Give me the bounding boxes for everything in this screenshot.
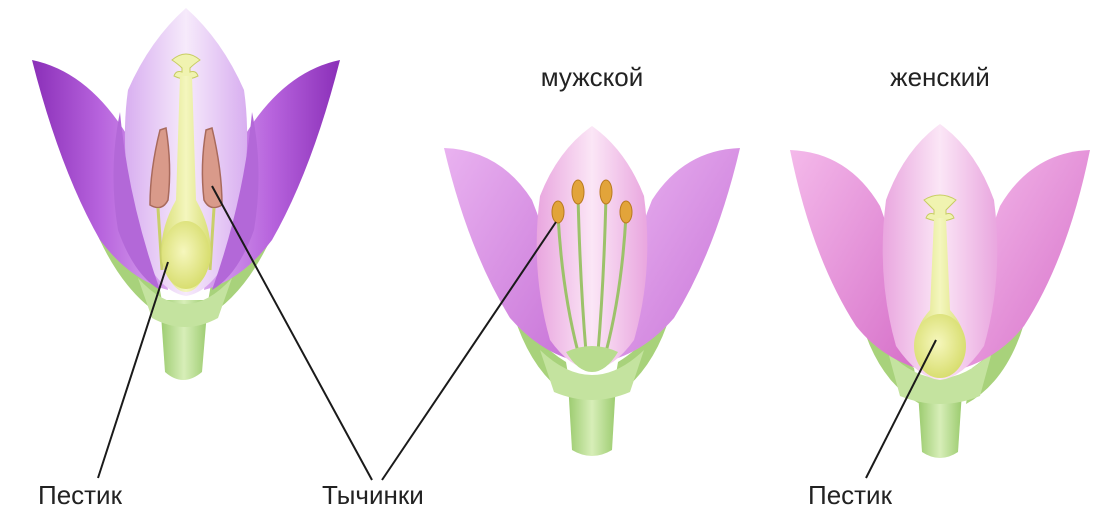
leader-pistil-left xyxy=(98,262,168,478)
pistil-label-right: Пестик xyxy=(808,480,893,510)
male-petal-center xyxy=(537,126,648,370)
male-flower-title: мужской xyxy=(541,62,644,92)
stamens-label: Тычинки xyxy=(322,480,424,510)
female-flower xyxy=(790,124,1090,458)
male-flower xyxy=(444,126,740,456)
leader-stamen-left xyxy=(212,186,372,480)
left-flower xyxy=(32,8,340,380)
female-flower-title: женский xyxy=(890,62,990,92)
pistil-label-left: Пестик xyxy=(38,480,123,510)
